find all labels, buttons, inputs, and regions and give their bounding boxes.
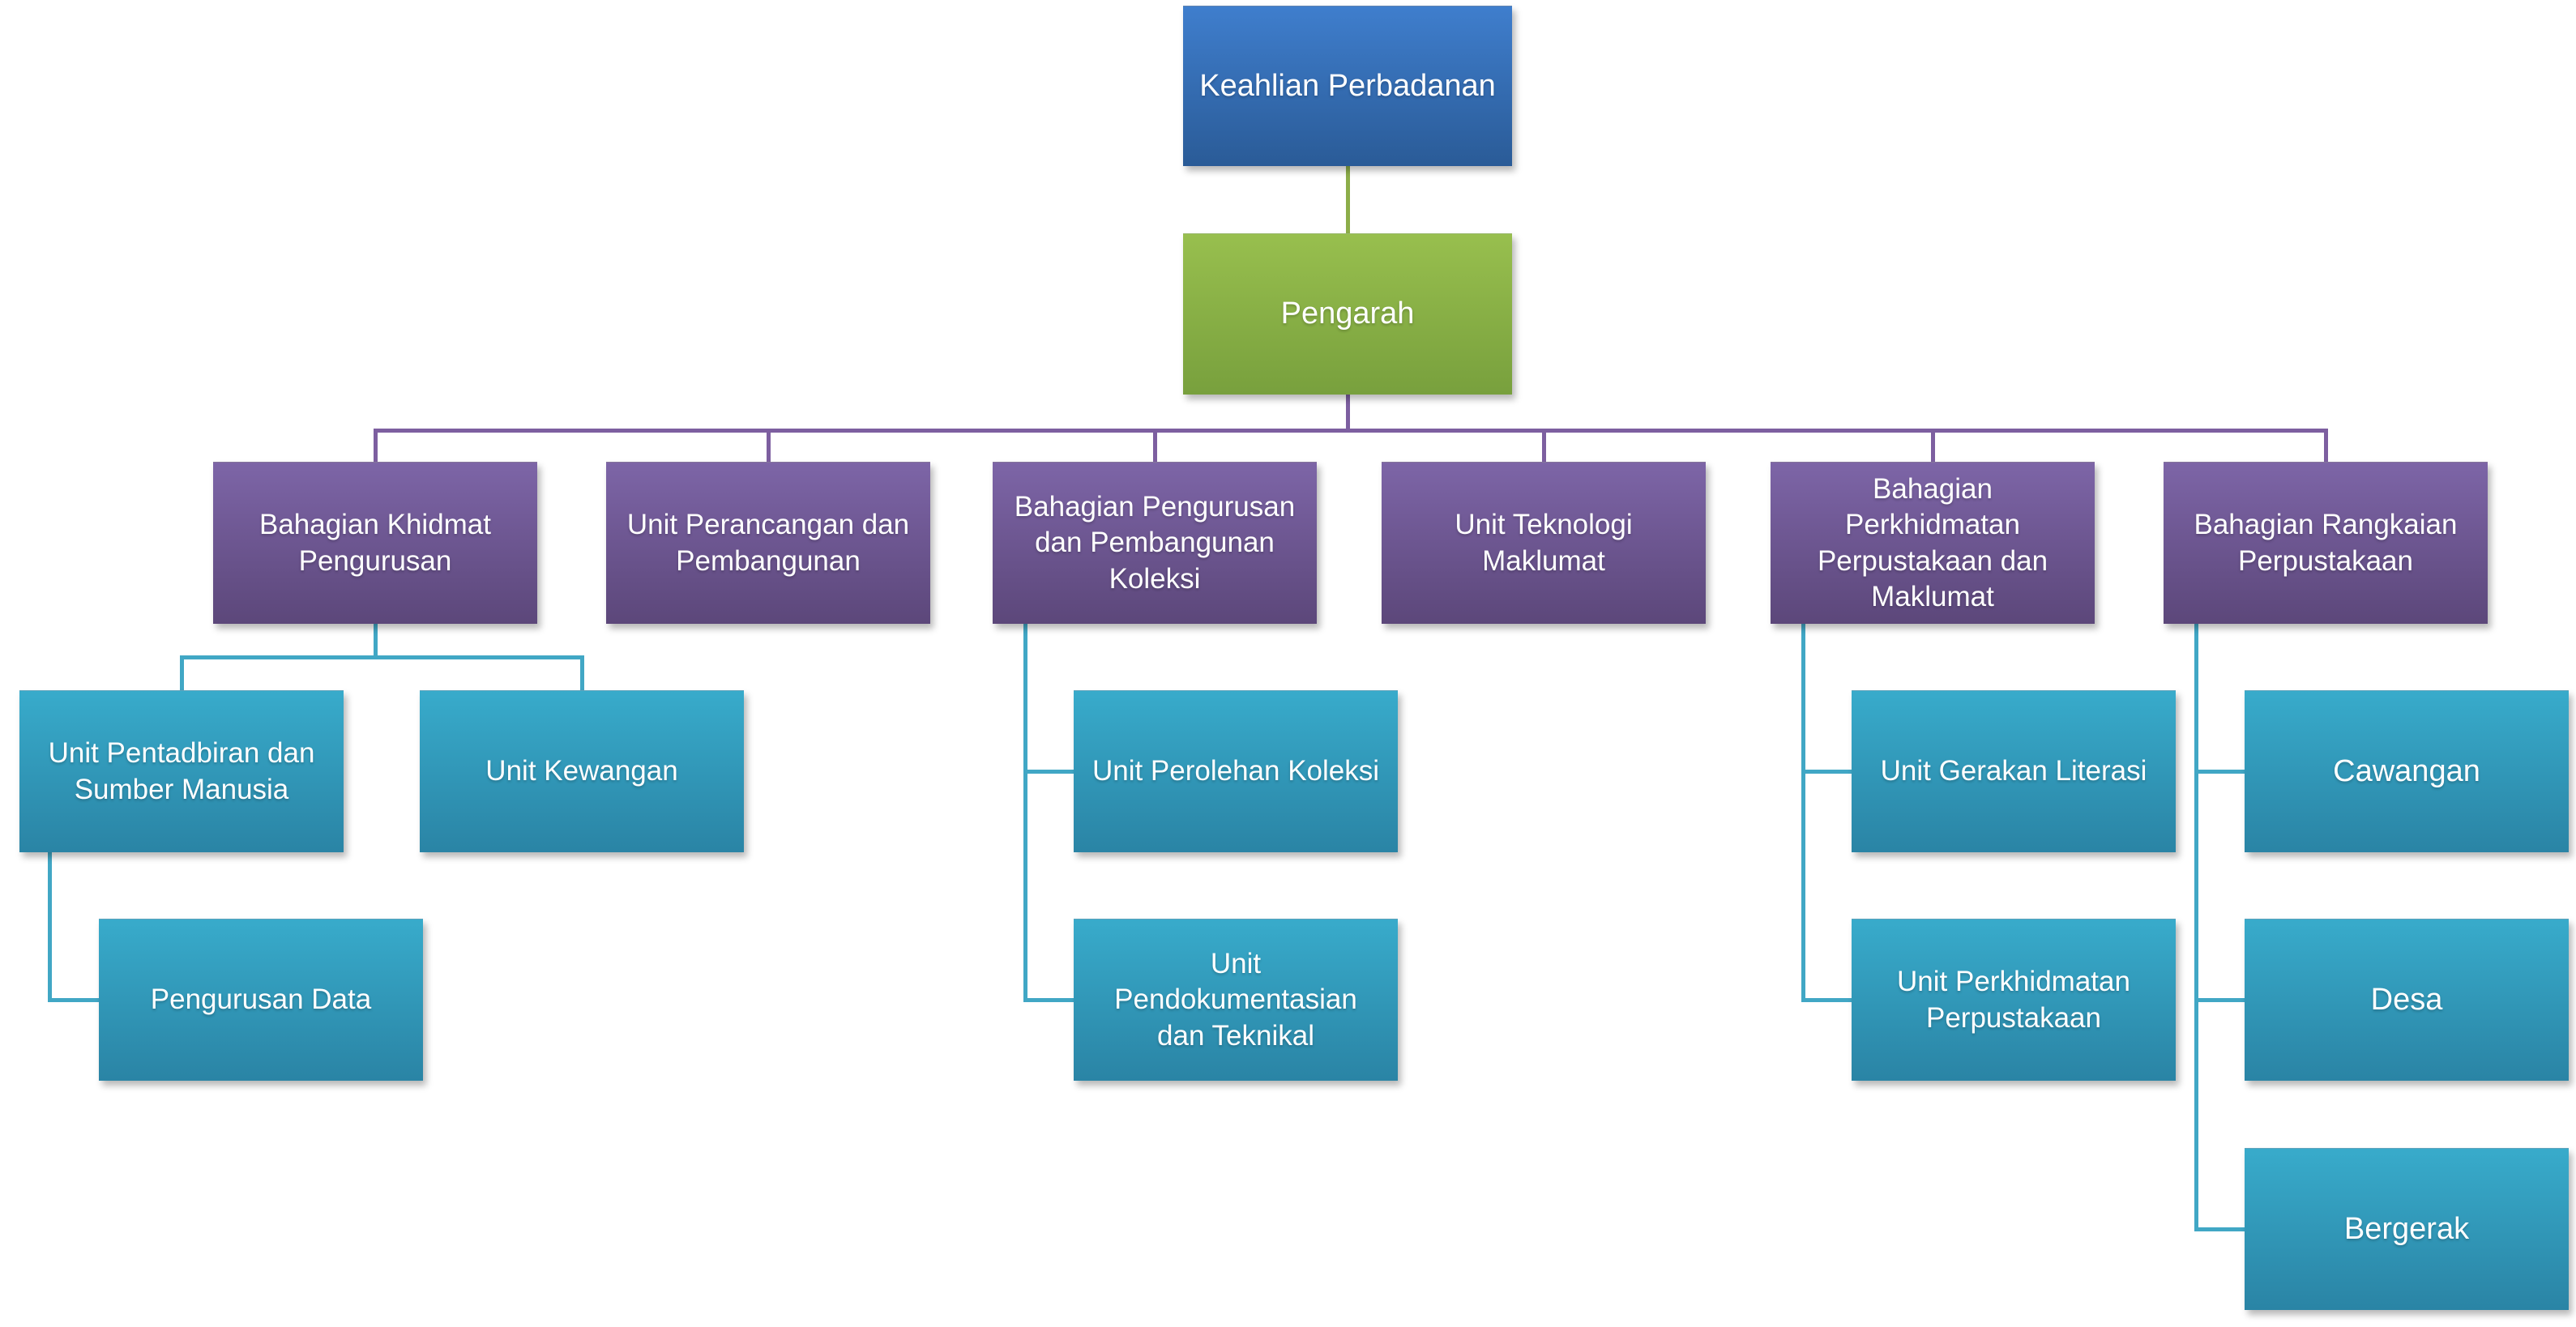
connector-stub-perancangan	[767, 429, 771, 462]
org-node-cawangan: Cawangan	[2245, 690, 2569, 852]
org-node-unit-pendokumentasian: Unit Pendokumentasian dan Teknikal	[1074, 919, 1398, 1081]
connector-elbow-pengurusan-data	[48, 998, 99, 1002]
connector-elbow-perkhidmatan-unit	[1801, 998, 1852, 1002]
connector-koleksi-hang	[1023, 624, 1027, 1002]
connector-pentadbiran-hang	[48, 852, 52, 1002]
connector-khidmat-bus	[180, 655, 584, 659]
org-node-keahlian-perbadanan: Keahlian Perbadanan	[1183, 6, 1512, 166]
connector-elbow-perolehan	[1023, 770, 1074, 774]
connector-elbow-cawangan	[2194, 770, 2245, 774]
org-node-unit-perkhidmatan: Unit Perkhidmatan Perpustakaan	[1852, 919, 2176, 1081]
org-node-unit-perolehan-koleksi: Unit Perolehan Koleksi	[1074, 690, 1398, 852]
connector-stub-kewangan	[580, 655, 584, 690]
org-node-unit-perancangan: Unit Perancangan dan Pembangunan	[606, 462, 930, 624]
org-node-pengarah: Pengarah	[1183, 233, 1512, 395]
org-node-unit-pentadbiran: Unit Pentadbiran dan Sumber Manusia	[19, 690, 344, 852]
connector-khidmat-stem	[374, 624, 378, 658]
org-node-bahagian-pengurusan-koleksi: Bahagian Pengurusan dan Pembangunan Kole…	[993, 462, 1317, 624]
connector-stub-koleksi	[1153, 429, 1157, 462]
connector-perkhidmatan-hang	[1801, 624, 1805, 1002]
connector-elbow-bergerak	[2194, 1227, 2245, 1231]
org-node-bahagian-perkhidmatan: Bahagian Perkhidmatan Perpustakaan dan M…	[1771, 462, 2095, 624]
org-node-desa: Desa	[2245, 919, 2569, 1081]
org-node-bergerak: Bergerak	[2245, 1148, 2569, 1310]
connector-stub-perkhidmatan	[1931, 429, 1935, 462]
org-node-bahagian-rangkaian: Bahagian Rangkaian Perpustakaan	[2164, 462, 2488, 624]
connector-elbow-gerakan	[1801, 770, 1852, 774]
org-node-unit-teknologi-maklumat: Unit Teknologi Maklumat	[1382, 462, 1706, 624]
connector-level3-bus	[374, 429, 2328, 433]
org-node-unit-kewangan: Unit Kewangan	[420, 690, 744, 852]
connector-rangkaian-hang	[2194, 624, 2198, 1231]
org-node-bahagian-khidmat-pengurusan: Bahagian Khidmat Pengurusan	[213, 462, 537, 624]
connector-pengarah-stem	[1346, 395, 1350, 430]
connector-stub-pentadbiran	[180, 655, 184, 690]
org-node-unit-gerakan-literasi: Unit Gerakan Literasi	[1852, 690, 2176, 852]
connector-keahlian-to-pengarah	[1346, 166, 1350, 234]
connector-stub-teknologi	[1542, 429, 1546, 462]
connector-stub-khidmat	[374, 429, 378, 462]
connector-elbow-desa	[2194, 998, 2245, 1002]
org-node-pengurusan-data: Pengurusan Data	[99, 919, 423, 1081]
connector-stub-rangkaian	[2324, 429, 2328, 462]
connector-elbow-pendokumentasian	[1023, 998, 1074, 1002]
